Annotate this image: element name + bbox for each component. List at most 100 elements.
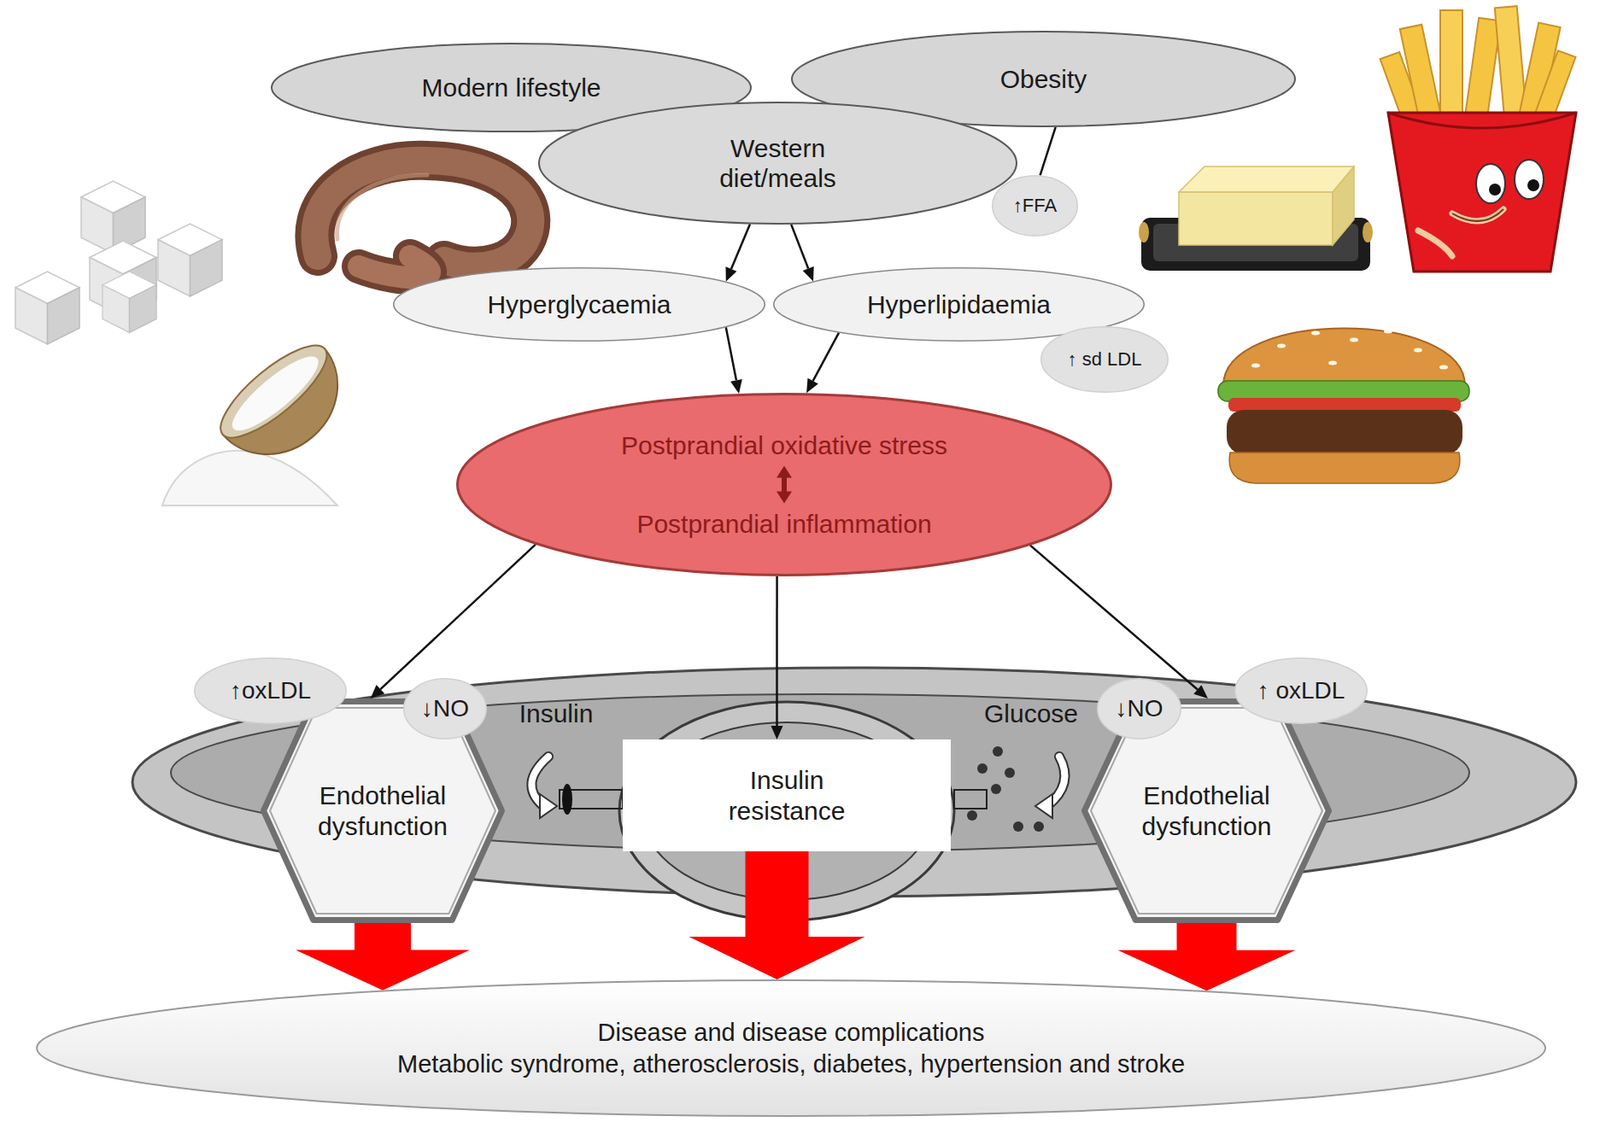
block-arrow-shape: [295, 923, 470, 991]
butter-dish: [1178, 166, 1354, 193]
sausages: [314, 160, 531, 267]
block-arrow-shape: [689, 851, 866, 980]
insulin-receptor: [531, 756, 549, 807]
glucose-transporter: [954, 790, 987, 809]
text-holder: Postprandial oxidative stressPostprandia…: [456, 392, 1113, 577]
arrow-head: [771, 726, 784, 740]
arrow-head: [370, 685, 386, 699]
insulin-receptor: [531, 756, 623, 819]
glucose-transporter: [1047, 756, 1065, 807]
glucose-transporter: [1033, 821, 1044, 833]
node-text: Metabolic syndrome, atherosclerosis, dia…: [397, 1049, 1185, 1079]
block-arrow: [689, 851, 866, 980]
flow-arrow: [726, 224, 751, 282]
outcome-ellipse: Disease and disease complicationsMetabol…: [35, 979, 1547, 1118]
salt-bowl: [162, 331, 364, 506]
text-holder: ↓NO: [1096, 678, 1182, 740]
double-arrow: [776, 466, 792, 505]
arrow-head: [726, 266, 738, 282]
marker-bubble-shape: [1041, 327, 1169, 393]
sugar-cubes: [81, 181, 146, 254]
glucose-transporter: [992, 746, 1003, 757]
sausages: [337, 175, 428, 240]
node-text: Obesity: [1000, 64, 1088, 94]
stress-ellipse: Postprandial oxidative stressPostprandia…: [456, 392, 1113, 577]
fries-carton: [1529, 50, 1577, 137]
node-text: Western diet/meals: [709, 133, 847, 194]
salt-bowl: [223, 346, 328, 441]
cell: [619, 702, 955, 921]
flow-arrow: [806, 333, 839, 393]
burger: [1349, 338, 1359, 343]
text-holder: ↑oxLDL: [193, 657, 347, 725]
block-arrow: [1118, 923, 1296, 991]
node-text: ↑ oxLDL: [1257, 676, 1346, 705]
butter-dish: [1332, 166, 1354, 246]
text-holder: ↑FFA: [991, 175, 1079, 237]
text-holder: Western diet/meals: [538, 101, 1018, 225]
salt-bowl: [222, 348, 364, 481]
burger: [1383, 329, 1393, 335]
glucose-transporter: [1004, 767, 1015, 779]
sugar-cubes: [89, 240, 157, 317]
outcome-ellipse-shape: [36, 980, 1546, 1117]
glucose-transporter: [977, 763, 988, 774]
salt-bowl: [162, 451, 338, 506]
burger: [1229, 452, 1460, 484]
sugar-cubes: [102, 271, 157, 333]
node-text: ↓NO: [1115, 694, 1164, 723]
process-box-outline: [622, 739, 951, 852]
node-text: Modern lifestyle: [421, 72, 601, 103]
flow-arrow: [370, 545, 536, 699]
marker-bubble: ↑FFA: [991, 175, 1079, 237]
arrow-head: [806, 378, 819, 393]
node-text: Insulin resistance: [701, 765, 873, 827]
fries-carton: [1380, 5, 1577, 272]
butter-dish: [1138, 166, 1373, 271]
node-text: ↑FFA: [1013, 194, 1057, 217]
insulin-receptor: [562, 784, 573, 815]
butter-dish: [1153, 223, 1359, 262]
connector-line: [380, 545, 536, 690]
burger: [1328, 361, 1337, 366]
block-arrow: [295, 923, 470, 991]
connector-line: [791, 224, 809, 270]
fries-carton: [1476, 164, 1506, 204]
glucose-transporter: [954, 746, 1065, 833]
marker-bubble: ↑oxLDL: [193, 657, 347, 725]
factor-ellipse-outline: [538, 101, 1018, 225]
double-arrow-head: [776, 466, 792, 479]
burger: [1251, 363, 1261, 369]
glucose-transporter: [1047, 756, 1065, 807]
factor-ellipse-shape: [539, 102, 1017, 224]
node-text: ↑ sd LDL: [1067, 348, 1143, 371]
burger: [1218, 328, 1470, 485]
salt-bowl: [208, 331, 340, 452]
factor-ellipse: Western diet/meals: [538, 101, 1018, 225]
fries-carton: [1463, 17, 1501, 131]
butter-dish: [1141, 217, 1371, 271]
double-arrow-shaft: [781, 476, 787, 494]
hexagon-box-inner-line: [1090, 708, 1323, 915]
sugar-cubes: [15, 181, 223, 345]
process-box: Insulin resistance: [622, 739, 951, 852]
text-holder: ↓NO: [403, 678, 487, 740]
connector-line: [726, 327, 737, 381]
process-box-shape: [622, 739, 951, 852]
node-text: Endothelial dysfunction: [293, 780, 473, 842]
fries-carton: [1452, 209, 1504, 222]
sausages: [358, 256, 430, 278]
fries-carton: [1452, 209, 1504, 222]
link-line: [1040, 127, 1056, 176]
text-holder: ↑ oxLDL: [1234, 657, 1368, 725]
fries-carton: [1418, 230, 1453, 257]
connector-line: [1030, 545, 1198, 691]
burger: [1413, 348, 1423, 353]
burger: [1223, 328, 1466, 387]
node-text: ↓NO: [421, 694, 469, 723]
fries-carton: [1440, 10, 1463, 130]
marker-bubble: ↑ oxLDL: [1234, 657, 1368, 725]
burger: [1228, 398, 1461, 412]
glucose-transporter: [1035, 794, 1053, 819]
